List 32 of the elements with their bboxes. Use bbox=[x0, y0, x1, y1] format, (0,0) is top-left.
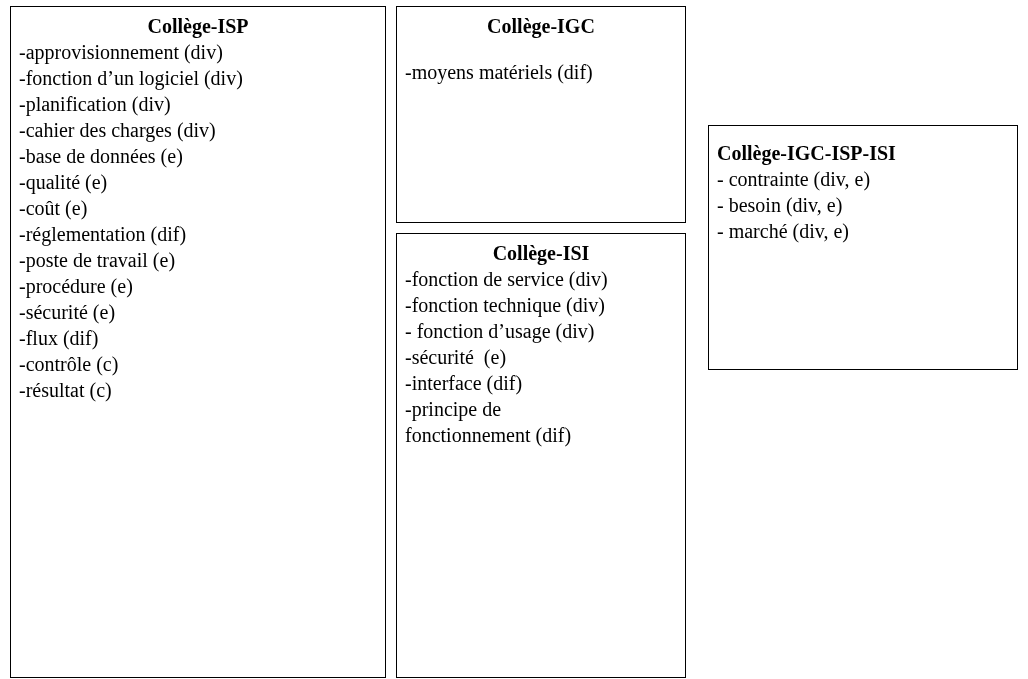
list-item: -base de données (e) bbox=[19, 144, 184, 169]
list-item: -interface (dif) bbox=[405, 371, 524, 396]
list-item: -planification (div) bbox=[19, 92, 172, 117]
box-title: Collège-IGC-ISP-ISI bbox=[717, 141, 897, 166]
list-item: -fonction technique (div) bbox=[405, 293, 606, 318]
list-item: - fonction d’usage (div) bbox=[405, 319, 596, 344]
list-item: -fonction d’un logiciel (div) bbox=[19, 66, 244, 91]
list-item: -approvisionnement (div) bbox=[19, 40, 224, 65]
list-item: -flux (dif) bbox=[19, 326, 100, 351]
box-title: Collège-ISP bbox=[146, 14, 250, 39]
list-item: -principe de fonctionnement (dif) bbox=[405, 397, 573, 448]
list-item: -réglementation (dif) bbox=[19, 222, 188, 247]
text-box bbox=[396, 233, 686, 678]
text-box bbox=[10, 6, 386, 678]
list-item: -cahier des charges (div) bbox=[19, 118, 217, 143]
list-item: - contrainte (div, e) bbox=[717, 167, 872, 192]
list-item: -sécurité (e) bbox=[19, 300, 117, 325]
text-box bbox=[396, 6, 686, 223]
list-item: -coût (e) bbox=[19, 196, 89, 221]
list-item: -qualité (e) bbox=[19, 170, 109, 195]
list-item: -sécurité (e) bbox=[405, 345, 508, 370]
list-item: -moyens matériels (dif) bbox=[405, 60, 594, 85]
list-item: -procédure (e) bbox=[19, 274, 134, 299]
list-item: - marché (div, e) bbox=[717, 219, 850, 244]
text-box bbox=[708, 125, 1018, 370]
list-item: -poste de travail (e) bbox=[19, 248, 177, 273]
list-item: -fonction de service (div) bbox=[405, 267, 609, 292]
box-title: Collège-IGC bbox=[486, 14, 596, 39]
box-title: Collège-ISI bbox=[491, 241, 591, 266]
list-item: - besoin (div, e) bbox=[717, 193, 844, 218]
list-item: -contrôle (c) bbox=[19, 352, 120, 377]
list-item: -résultat (c) bbox=[19, 378, 113, 403]
